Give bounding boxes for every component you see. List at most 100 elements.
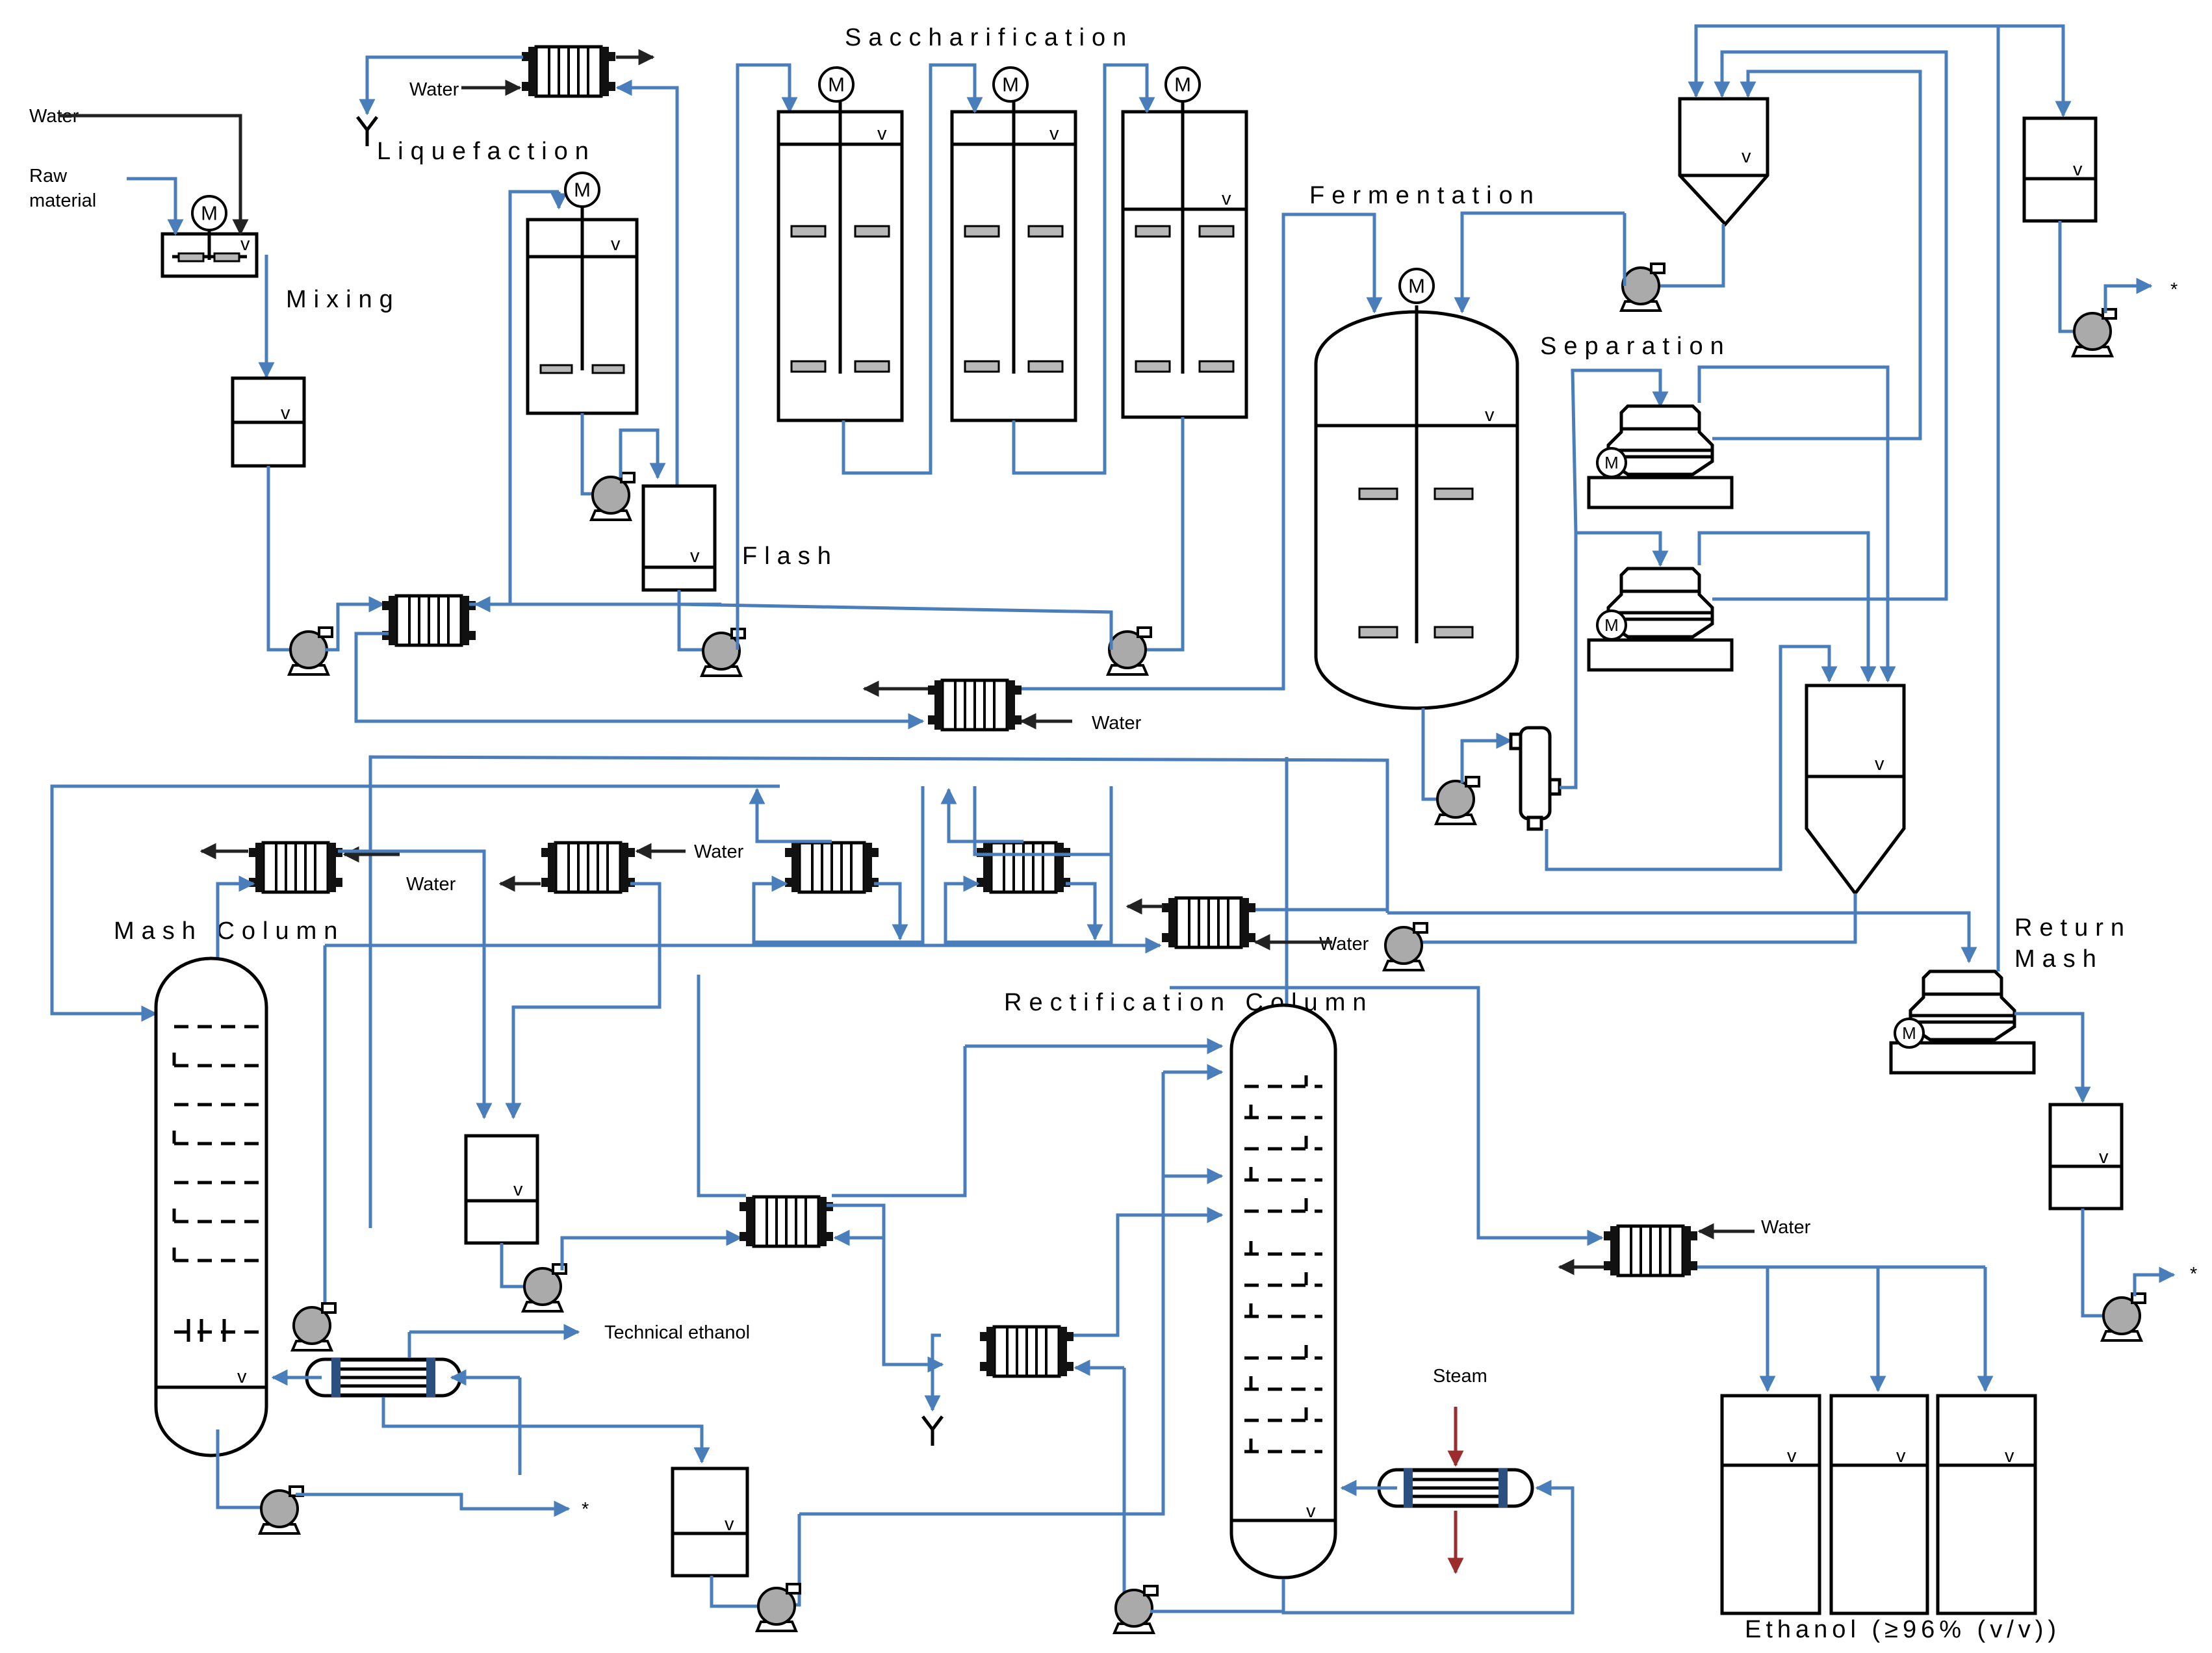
- mixing-holding-tank: v: [231, 376, 306, 468]
- svg-text:v: v: [1875, 754, 1884, 775]
- separation-title: Separation: [1540, 333, 1731, 360]
- yeast-recycle-to-fermenter: [1454, 211, 1625, 314]
- rectification-column: v: [1229, 1003, 1337, 1580]
- beer-to-mash-column: [50, 784, 780, 1022]
- rectification-column-title: Rectification Column: [1004, 989, 1373, 1016]
- rectification-side-exchanger: [980, 1327, 1074, 1376]
- water-feed-mixing: [58, 114, 249, 236]
- mid-exchanger-1: [785, 843, 879, 892]
- mash-side-tank-pump: [522, 1263, 567, 1313]
- fermenter-pump: [1435, 776, 1480, 825]
- svg-text:v: v: [1306, 1501, 1316, 1522]
- liquefaction-reactor: v: [526, 207, 639, 415]
- cooler-to-fermenter: [1022, 212, 1383, 691]
- svg-text:v: v: [1049, 123, 1059, 144]
- svg-text:v: v: [690, 546, 700, 567]
- separator-to-centrifuge-1: [1560, 368, 1669, 789]
- water-label-mid: Water: [1319, 934, 1369, 955]
- rectification-bottoms-pump: [1113, 1585, 1159, 1634]
- mash-column-title: Mash Column: [114, 917, 344, 945]
- yeast-tank: v: [1678, 97, 1769, 227]
- ethanol-storage-tank-2: v: [1829, 1394, 1929, 1615]
- beer-pump: [1383, 922, 1428, 971]
- saccharification-tank-2: v: [950, 97, 1077, 422]
- outlet-mark-3: *: [582, 1499, 589, 1520]
- return-mash-motor: M: [1894, 1018, 1925, 1049]
- saccharification-title: Saccharification: [845, 24, 1133, 51]
- centrifuge-2-solids: [1712, 50, 1948, 601]
- return-mash-pump: [2101, 1292, 2146, 1342]
- raw-material-label-line2: material: [29, 190, 96, 211]
- saccharification-pump: [1107, 626, 1152, 676]
- rectification-condenser: [1162, 898, 1255, 947]
- return-mash-tank: v: [2048, 1103, 2124, 1211]
- svg-text:v: v: [2073, 159, 2083, 180]
- outlet-mark-2: *: [2190, 1264, 2197, 1285]
- svg-text:M: M: [1408, 275, 1425, 298]
- outlet-mark-1: *: [2170, 279, 2178, 300]
- top-return-line: [1688, 24, 1998, 98]
- saccharification-motor-1: M: [818, 66, 855, 103]
- water-label-liquefaction: Water: [409, 79, 459, 100]
- beer-feed-line: [368, 755, 1389, 913]
- water-label-fermentation: Water: [1092, 713, 1142, 734]
- svg-text:M: M: [1002, 73, 1019, 96]
- svg-text:v: v: [281, 403, 290, 424]
- mash-reboiler: [307, 1358, 460, 1397]
- fermenter: v: [1314, 305, 1519, 710]
- mixing-tank: v: [161, 231, 259, 278]
- liquefaction-title: Liquefaction: [377, 138, 596, 165]
- mash-column: v: [154, 956, 268, 1457]
- centrifuge-1-solids: [1712, 70, 1922, 441]
- mid-exchanger-2: [977, 843, 1070, 892]
- fermenter-motor: M: [1398, 268, 1435, 304]
- mash-condenser-2: [541, 843, 635, 892]
- raw-material-label-line1: Raw: [29, 166, 68, 186]
- drain-symbol-top: [356, 116, 378, 146]
- preheater-exchanger: [382, 596, 476, 645]
- svg-text:v: v: [1742, 146, 1751, 167]
- water-label-top: Water: [694, 841, 744, 862]
- saccharification-tank-3: v: [1121, 97, 1248, 419]
- svg-text:M: M: [1604, 453, 1619, 472]
- svg-text:v: v: [611, 234, 621, 255]
- saccharification-motor-2: M: [992, 66, 1029, 103]
- ethanol-storage-tank-3: v: [1936, 1394, 2037, 1615]
- pump-to-preheater: [325, 596, 385, 652]
- svg-text:v: v: [2099, 1147, 2109, 1168]
- liquefaction-cooler: [522, 47, 615, 96]
- product-cooler: [1604, 1226, 1697, 1275]
- fermentation-feed-cooler: [928, 680, 1022, 730]
- steam-label: Steam: [1433, 1366, 1487, 1387]
- liquefaction-motor: M: [564, 172, 600, 208]
- mixing-motor: M: [191, 195, 227, 231]
- sacch-1-to-2: [842, 63, 983, 475]
- svg-text:M: M: [201, 202, 218, 225]
- drain-symbol-bottom: [921, 1415, 944, 1446]
- sacch-2-to-3: [1012, 63, 1155, 475]
- svg-text:v: v: [2005, 1446, 2014, 1467]
- stillage-outlet: [296, 1493, 571, 1517]
- yeast-pump: [1620, 263, 1665, 312]
- svg-text:M: M: [828, 73, 845, 96]
- holding-to-pump: [266, 466, 294, 652]
- beer-tank-outlet: [1420, 893, 1857, 944]
- svg-text:v: v: [240, 234, 250, 255]
- flash-vessel: v: [641, 484, 717, 592]
- separator-to-centrifuge-2: [1576, 531, 1669, 567]
- preheater-to-cooler: [354, 632, 925, 730]
- svg-text:v: v: [1485, 405, 1495, 426]
- saccharification-tank-1: v: [777, 97, 904, 422]
- water-label-product: Water: [1761, 1217, 1811, 1238]
- rectification-trays: [1244, 1075, 1322, 1454]
- flash-vapor-to-cooler: [615, 79, 679, 491]
- separator-to-beer-tank: [1545, 645, 1838, 871]
- broth-separator: [1509, 726, 1562, 831]
- svg-text:M: M: [1902, 1023, 1916, 1043]
- mash-side-pump: [291, 1302, 337, 1352]
- technical-ethanol-pump: [756, 1583, 801, 1632]
- top-right-tank: v: [2022, 116, 2098, 223]
- svg-text:v: v: [1896, 1446, 1906, 1467]
- mash-condenser-1: [249, 843, 342, 892]
